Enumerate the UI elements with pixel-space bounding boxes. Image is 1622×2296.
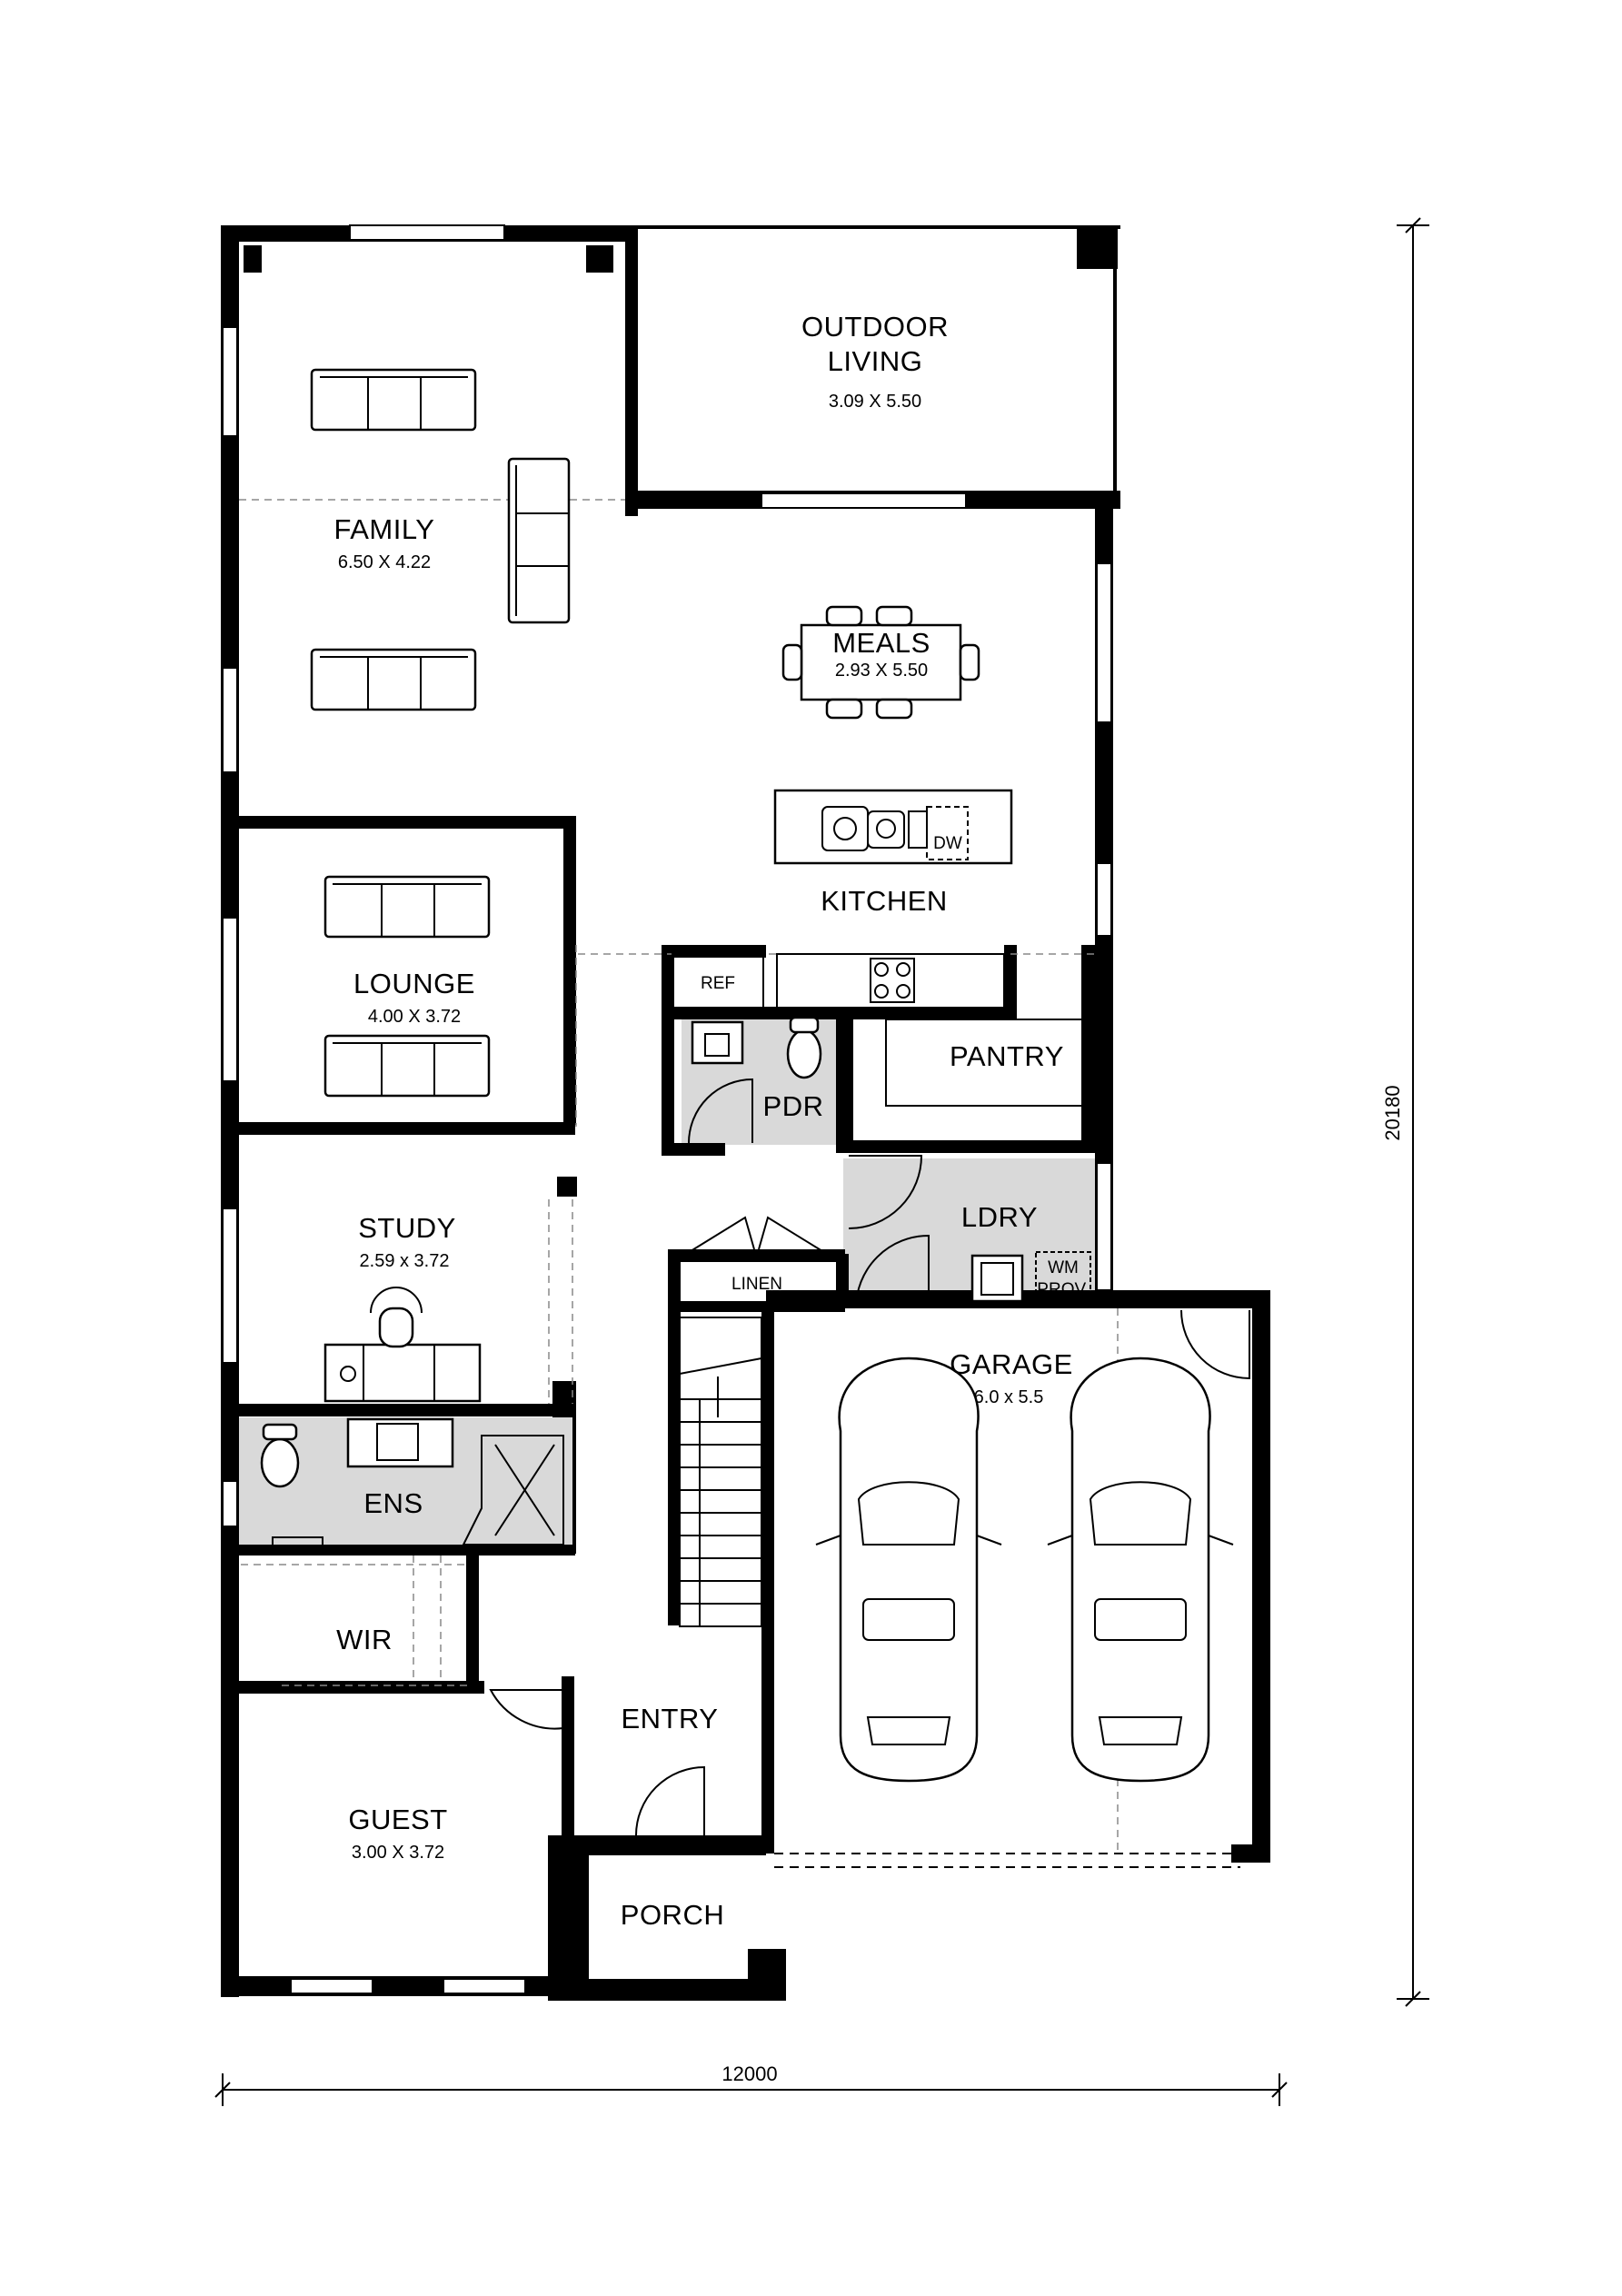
cars <box>815 1357 1234 1783</box>
linen-label: LINEN <box>731 1275 782 1294</box>
garage-label: GARAGE <box>950 1348 1073 1380</box>
outdoor-living-dims: 3.09 X 5.50 <box>829 392 921 412</box>
study-dims: 2.59 x 3.72 <box>360 1251 450 1271</box>
meals-dims: 2.93 X 5.50 <box>835 661 928 681</box>
ldry-fixtures <box>848 1155 1091 1309</box>
width-dimension-label: 12000 <box>721 2062 777 2085</box>
outdoor-living-label-2: LIVING <box>828 345 923 377</box>
pdr-label: PDR <box>763 1090 824 1122</box>
outdoor-living-label-1: OUTDOOR <box>801 311 949 343</box>
porch-label: PORCH <box>621 1899 724 1931</box>
wm-label-1: WM <box>1048 1258 1079 1277</box>
family-furniture <box>310 368 571 711</box>
garage-dims: 6.0 x 5.5 <box>974 1387 1044 1407</box>
pantry-label: PANTRY <box>950 1040 1064 1072</box>
wm-label-2: PROV. <box>1037 1280 1089 1299</box>
pdr-fixtures <box>688 1016 822 1144</box>
kitchen-island <box>773 789 1013 865</box>
meals-table <box>781 605 980 720</box>
family-label: FAMILY <box>334 513 435 545</box>
linen-doors <box>690 1216 823 1252</box>
lounge-label: LOUNGE <box>353 968 475 999</box>
depth-dimension-label: 20180 <box>1381 1085 1404 1140</box>
kitchen-bench <box>672 953 1096 1107</box>
meals-label: MEALS <box>832 627 930 659</box>
doors <box>489 1309 1250 1836</box>
stairs <box>679 1317 762 1627</box>
dw-label: DW <box>933 834 962 853</box>
ens-label: ENS <box>363 1487 423 1519</box>
entry-label: ENTRY <box>621 1703 718 1734</box>
study-label: STUDY <box>358 1212 456 1244</box>
lounge-furniture <box>323 875 491 1098</box>
ens-fixtures <box>260 1417 564 1547</box>
lounge-dims: 4.00 X 3.72 <box>368 1007 461 1027</box>
study-desk <box>323 1287 482 1403</box>
family-dims: 6.50 X 4.22 <box>338 552 431 572</box>
dimension-width <box>214 2073 1288 2106</box>
guest-label: GUEST <box>348 1804 447 1835</box>
wir-label: WIR <box>336 1624 393 1655</box>
kitchen-label: KITCHEN <box>821 885 948 917</box>
guest-dims: 3.00 X 3.72 <box>352 1843 444 1863</box>
ref-label: REF <box>701 974 735 993</box>
windows <box>222 224 1112 1994</box>
dimension-depth <box>1397 217 1429 2007</box>
ldry-label: LDRY <box>961 1201 1038 1233</box>
